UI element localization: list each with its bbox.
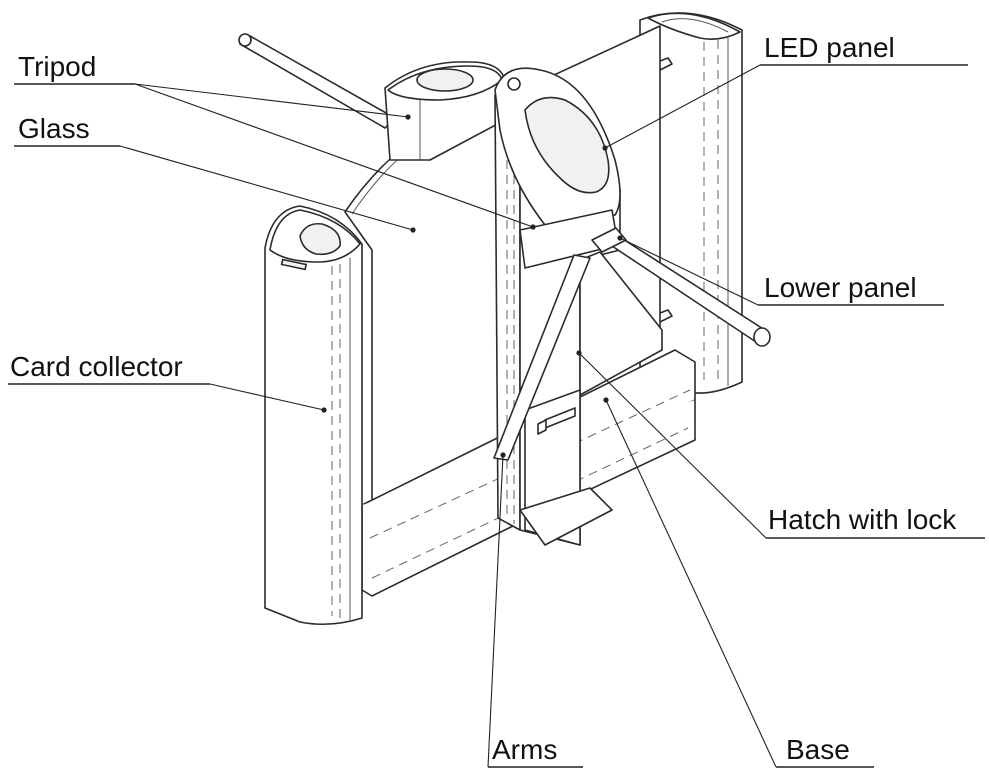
label-led-panel: LED panel (764, 32, 895, 63)
card-collector-pillar (264, 205, 363, 626)
label-glass: Glass (18, 113, 90, 144)
label-base: Base (786, 734, 850, 765)
label-lower-panel: Lower panel (764, 272, 917, 303)
label-hatch-with-lock: Hatch with lock (768, 504, 957, 535)
label-tripod: Tripod (18, 51, 96, 82)
label-card-collector: Card collector (10, 351, 183, 382)
label-arms: Arms (492, 734, 557, 765)
far-tripod-arm (238, 33, 396, 129)
leader-lines (8, 64, 985, 768)
led-head (494, 67, 621, 269)
anchor-dots (321, 114, 623, 458)
labels: Tripod Glass Card collector LED panel Lo… (10, 32, 957, 765)
tripod-arms (493, 227, 771, 461)
